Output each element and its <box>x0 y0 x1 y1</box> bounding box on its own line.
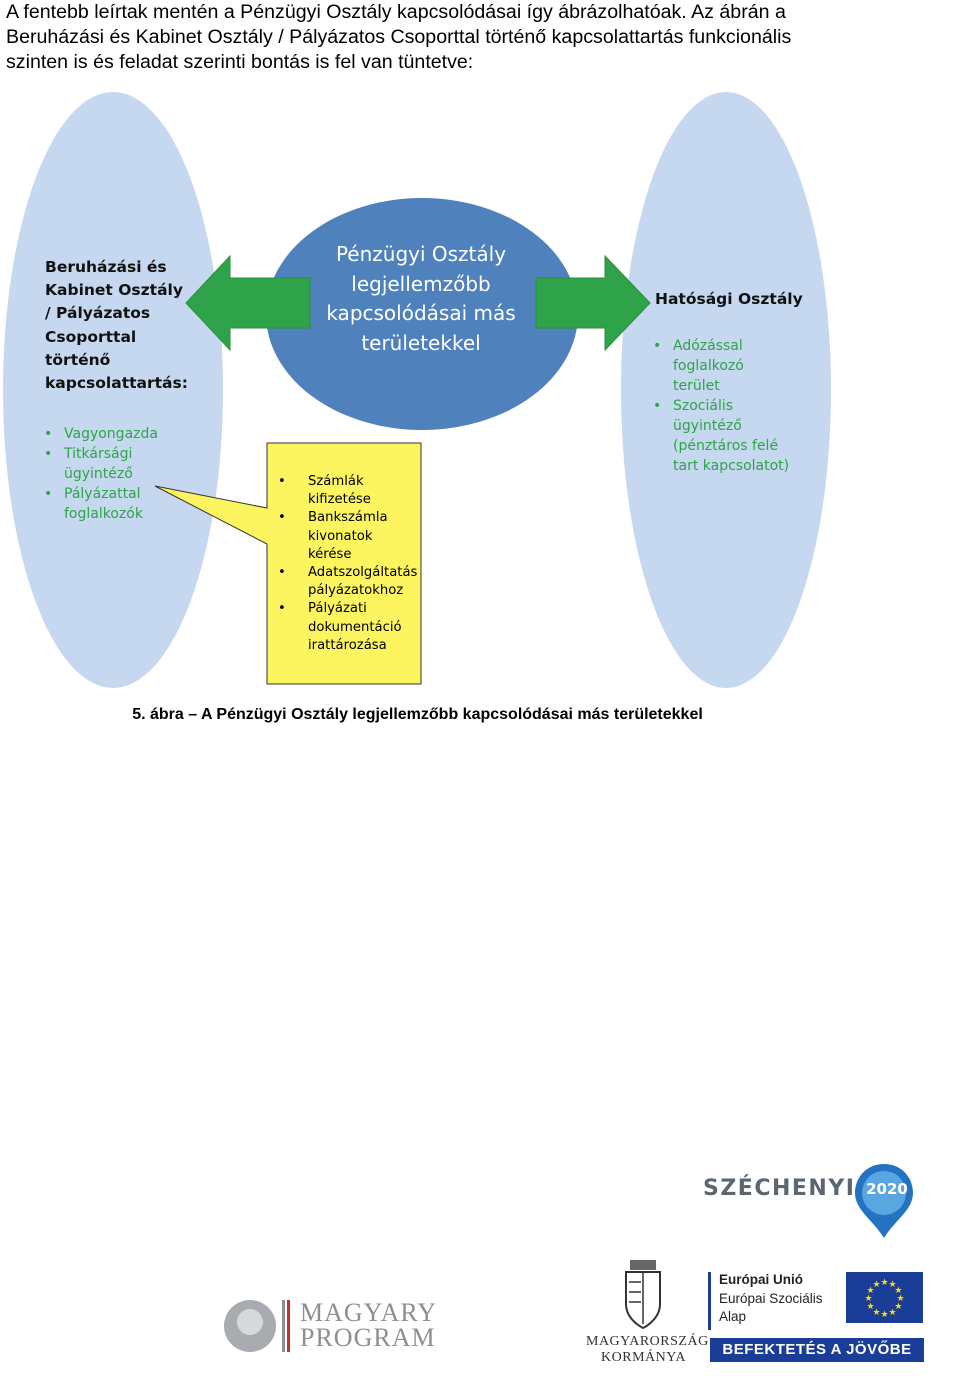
left-title-line: Beruházási és <box>45 258 167 276</box>
left-title-line: Csoporttal <box>45 327 137 346</box>
callout-list-item: Adatszolgáltatás <box>278 564 417 582</box>
callout-list-item: Pályázati <box>278 600 417 618</box>
eu-star-icon: ★ <box>894 1301 902 1311</box>
portrait-icon <box>224 1300 290 1352</box>
eu-star-icon: ★ <box>867 1301 875 1311</box>
left-list: VagyongazdaTitkársági ügyintézőPályázatta… <box>44 424 158 524</box>
intro-line: A fentebb leírtak mentén a Pénzügyi Oszt… <box>6 1 786 23</box>
szechenyi-year: 2020 <box>866 1180 908 1198</box>
diagram-shapes <box>3 92 831 688</box>
callout-list: SzámlákkifizetéseBankszámlakivonatok kéré… <box>278 473 417 655</box>
right-list-item: Adózással <box>653 336 789 356</box>
intro-line: Beruházási és Kabinet Osztály / Pályázat… <box>6 26 792 48</box>
right-list-item: ügyintéző <box>673 418 742 434</box>
right-list-item: foglalkozó <box>673 358 744 374</box>
figure-caption: 5. ábra – A Pénzügyi Osztály legjellemző… <box>132 706 703 723</box>
eu-banner: BEFEKTETÉS A JÖVŐBE <box>710 1338 924 1362</box>
left-title-line: / Pályázatos <box>45 304 151 323</box>
eu-star-icon: ★ <box>880 1309 888 1319</box>
eu-star-icon: ★ <box>867 1285 875 1295</box>
right-arrow <box>535 254 651 352</box>
government-line1: MAGYARORSZÁG <box>586 1334 709 1349</box>
center-title-line: területekkel <box>361 330 481 355</box>
left-ellipse <box>3 92 223 688</box>
eu-star-icon: ★ <box>888 1307 896 1317</box>
coat-of-arms-icon <box>625 1260 661 1330</box>
szechenyi-name: SZÉCHENYI <box>703 1176 856 1201</box>
magyary-program-logo: MAGYARY PROGRAM <box>222 1296 437 1358</box>
right-list-item: terület <box>673 378 720 394</box>
callout-list-item: irattározása <box>308 637 387 653</box>
eu-star-icon: ★ <box>872 1279 880 1289</box>
callout-list-item: kifizetése <box>308 492 371 508</box>
eu-line1: Európai Unió <box>719 1272 803 1287</box>
intro-paragraph: A fentebb leírtak mentén a Pénzügyi Oszt… <box>6 0 956 75</box>
left-list-item: ügyintéző <box>64 466 133 482</box>
callout-list-item: dokumentáció <box>308 619 402 635</box>
eu-line2: Európai Szociális <box>719 1291 823 1306</box>
right-list-item: Szociális <box>653 396 789 416</box>
callout-list-item: pályázatokhoz <box>308 583 404 599</box>
callout-list-item: kivonatok <box>308 528 373 544</box>
intro-line: szinten is és feladat szerinti bontás is… <box>6 51 474 73</box>
right-title: Hatósági Osztály <box>655 290 803 308</box>
government-line2: KORMÁNYA <box>601 1350 686 1365</box>
left-list-item: Titkársági <box>44 444 158 464</box>
eu-star-icon: ★ <box>888 1279 896 1289</box>
center-title-line: Pénzügyi Osztály <box>335 242 507 266</box>
center-circle <box>266 198 578 430</box>
right-ellipse <box>621 92 831 688</box>
callout-list-item: kérése <box>308 546 352 562</box>
right-list-item: (pénztáros felé <box>673 438 779 454</box>
eu-flag-icon: ★★★★★★★★★★★★ <box>846 1272 923 1323</box>
eu-star-icon: ★ <box>894 1285 902 1295</box>
center-title: Pénzügyi Osztály legjellemzőbb kapcsolódás… <box>300 240 542 358</box>
eu-star-icon: ★ <box>872 1307 880 1317</box>
right-list-item: tart kapcsolatot) <box>673 458 790 474</box>
eu-line3: Alap <box>719 1309 747 1324</box>
left-title-line: Kabinet Osztály <box>45 281 183 300</box>
center-title-line: legjellemzőbb <box>351 271 491 296</box>
location-pin-icon <box>855 1164 913 1238</box>
eu-star-icon: ★ <box>880 1277 888 1287</box>
left-list-item: Pályázattal <box>44 484 158 504</box>
szechenyi-logo: SZÉCHENYI 2020 <box>703 1162 918 1242</box>
left-list-item: foglalkozók <box>64 506 143 522</box>
left-title-line: történő <box>45 350 111 369</box>
eu-divider <box>708 1272 711 1330</box>
relationship-diagram: Beruházási és Kabinet Osztály / Pályázatos… <box>0 88 960 698</box>
left-list-item: Vagyongazda <box>44 424 158 444</box>
left-title-line: kapcsolattartás: <box>45 374 188 393</box>
eu-star-icon: ★ <box>864 1293 872 1303</box>
eu-star-icon: ★ <box>896 1293 904 1303</box>
government-logo: MAGYARORSZÁG KORMÁNYA <box>586 1258 709 1368</box>
right-list: Adózással foglalkozó területSzociális ügyin… <box>653 336 789 476</box>
magyary-line1: MAGYARY <box>300 1298 438 1327</box>
left-arrow <box>185 254 311 352</box>
magyary-line2: PROGRAM <box>300 1323 436 1352</box>
left-title: Beruházási és Kabinet Osztály / Pályázatos… <box>45 256 205 395</box>
callout-list-item: Számlák <box>278 473 417 491</box>
center-title-line: kapcsolódásai más <box>326 301 516 325</box>
eu-logo: Európai Unió Európai Szociális Alap ★★★★… <box>708 1268 926 1368</box>
callout-list-item: Bankszámla <box>278 509 417 527</box>
